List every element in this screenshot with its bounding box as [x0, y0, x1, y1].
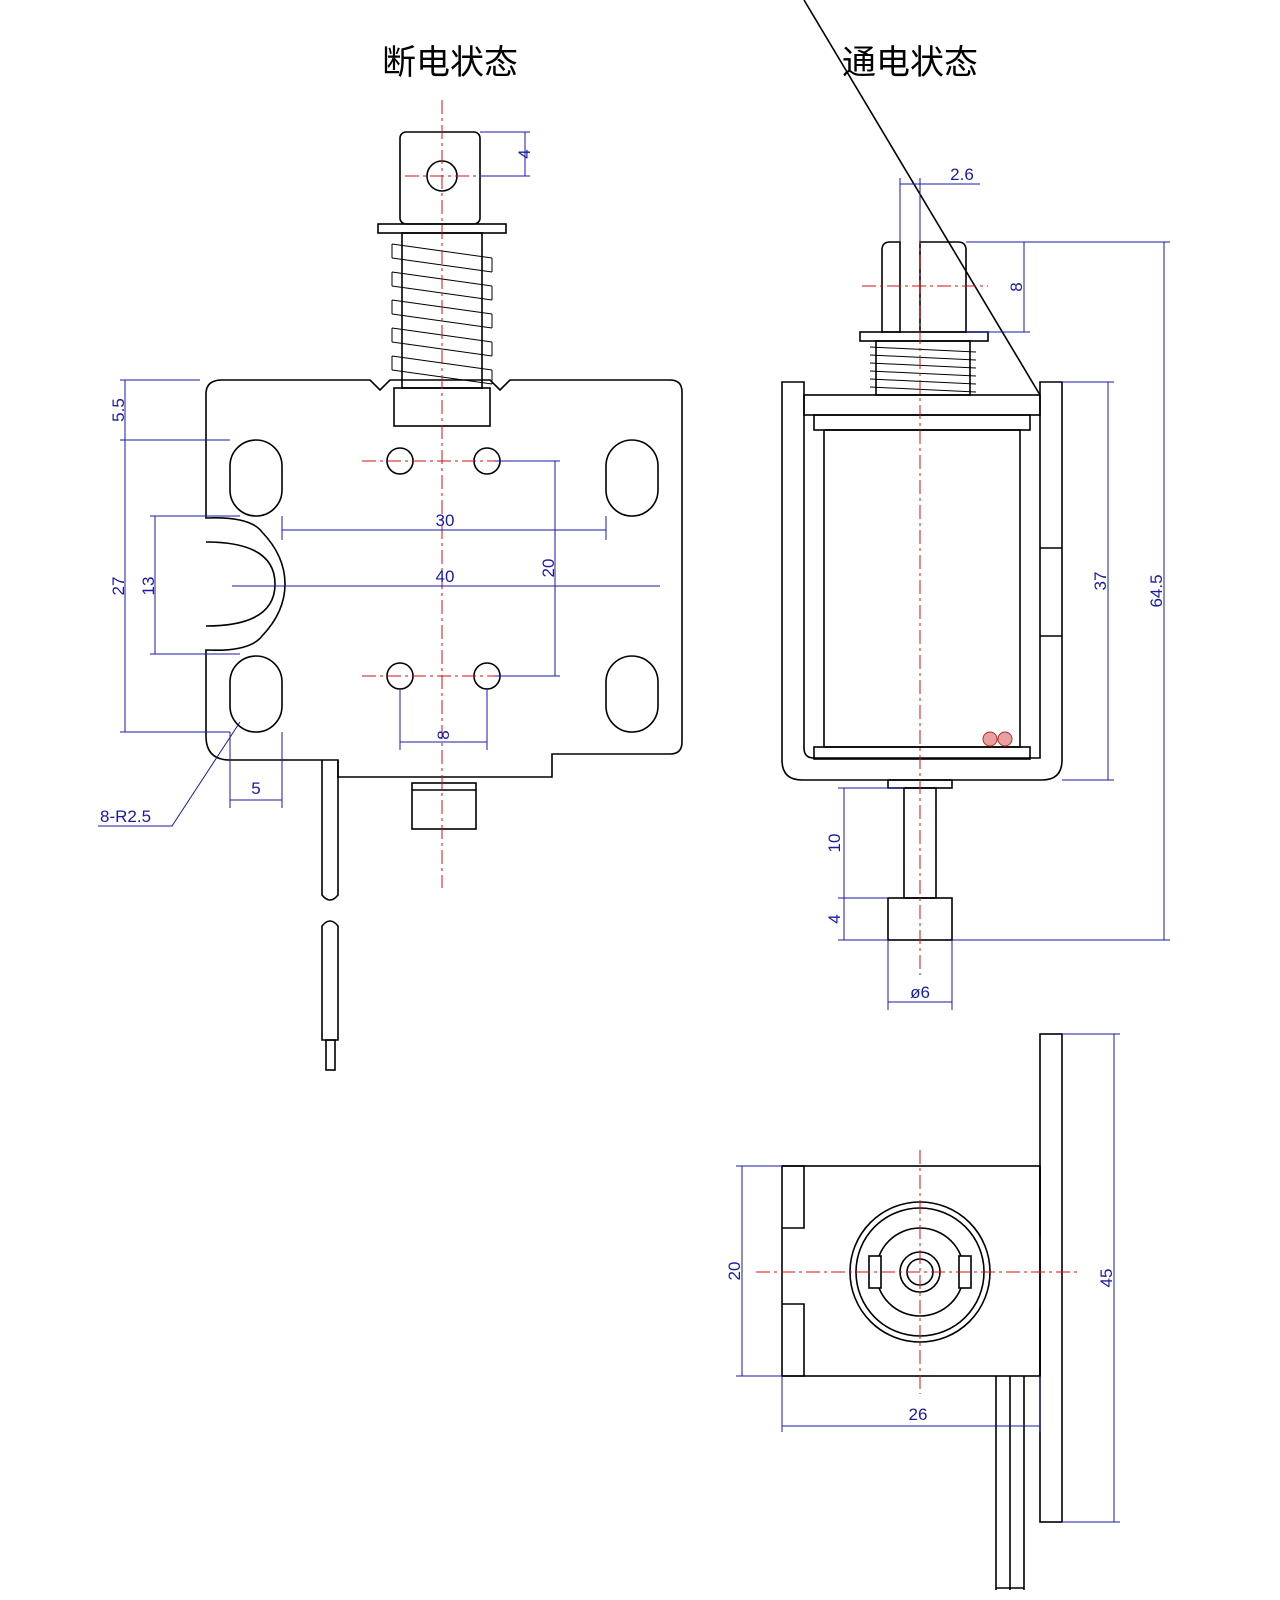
on-washer	[859, 331, 989, 342]
dim-plunger-head-length: 4	[825, 914, 844, 923]
dim-plunger-head-diameter: ø6	[910, 983, 930, 1002]
lead-wire-end	[325, 1039, 336, 1071]
dim-hole-horizontal-spacing: 8	[434, 730, 453, 739]
bottom-lead-wires	[995, 1376, 1025, 1590]
off-state-title: 断电状态	[382, 43, 518, 83]
dim-shaft-slot-width: 2.6	[950, 165, 974, 184]
shaft-right-prong	[919, 241, 967, 333]
dim-notch-height: 13	[139, 577, 158, 596]
side-notch	[205, 541, 276, 627]
slot-bottom-right	[605, 655, 659, 733]
dim-top-margin: 5.5	[109, 398, 128, 422]
dim-bottom-frame-width: 26	[909, 1405, 928, 1424]
dim-plunger-extension: 10	[825, 834, 844, 853]
slot-top-right	[605, 439, 659, 517]
frame-outline	[205, 379, 683, 778]
on-state-view: 2.6 8 37 64.5 10 4 ø6	[781, 0, 1170, 1010]
coil-body	[823, 429, 1021, 748]
coil-wire-2	[997, 731, 1013, 747]
slot-top-left	[229, 439, 283, 517]
lead-wire-upper	[321, 760, 339, 901]
off-view-dimension-lines	[98, 131, 660, 827]
dim-frame-height: 37	[1091, 572, 1110, 591]
coil-wire-1	[982, 731, 998, 747]
off-state-view: 4 5.5 27 13 30 40 20 8 5 8-R2.5	[98, 100, 683, 1071]
dim-bottom-frame-height: 20	[725, 1262, 744, 1281]
shaft-top	[399, 131, 481, 225]
dim-hole-vertical-spacing: 20	[539, 559, 558, 578]
mount-plate	[1039, 1033, 1063, 1523]
dim-shaft-hole-offset: 4	[515, 149, 534, 158]
dim-shaft-slot-depth: 8	[1007, 282, 1026, 291]
dim-slot-radius-callout: 8-R2.5	[100, 807, 151, 826]
on-state-title: 通电状态	[842, 43, 978, 83]
bottom-view: 20 45 26	[725, 1033, 1120, 1590]
on-spring	[869, 346, 977, 393]
dim-slot-span-inner: 30	[436, 511, 455, 530]
lead-wire-lower	[321, 920, 339, 1041]
dim-slot-width: 5	[251, 779, 260, 798]
dim-slot-span-outer: 40	[436, 567, 455, 586]
frame-left-tabs	[782, 1165, 805, 1377]
dim-slot-height: 27	[109, 577, 128, 596]
shaft-left-prong	[881, 241, 901, 333]
bottom-view-dimension-lines	[736, 1033, 1120, 1523]
dim-overall-length: 64.5	[1147, 574, 1166, 607]
on-view-dimension-lines	[838, 178, 1170, 1010]
plunger-tip	[411, 782, 477, 830]
bottom-frame	[781, 1165, 1041, 1377]
u-frame	[781, 381, 1063, 781]
dim-mount-plate-length: 45	[1097, 1269, 1116, 1288]
bobbin-top-flange	[813, 414, 1031, 431]
top-plate	[803, 394, 1041, 416]
slot-bottom-left	[229, 655, 283, 733]
